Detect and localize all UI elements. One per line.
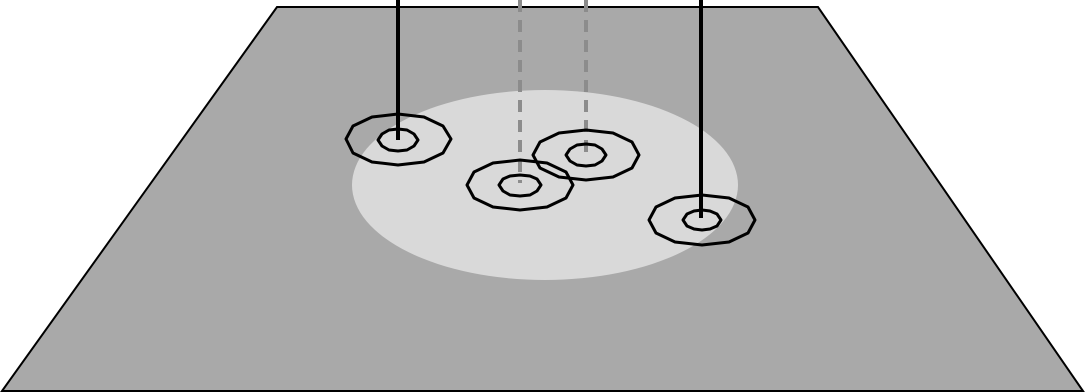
- inner-ring: [564, 142, 608, 168]
- inner-ring: [376, 127, 420, 153]
- outer-ring: [465, 158, 575, 212]
- outer-ring: [344, 112, 453, 167]
- marker-center-right-dashed: [531, 0, 641, 182]
- inner-ring: [681, 208, 723, 232]
- outer-ring: [647, 193, 757, 247]
- marker-left-solid: [344, 0, 453, 167]
- outer-ring: [531, 128, 641, 182]
- marker-right-solid: [647, 0, 757, 247]
- inner-ring: [497, 173, 543, 198]
- highlight-zone: [352, 90, 738, 280]
- marker-center-dashed: [465, 0, 575, 212]
